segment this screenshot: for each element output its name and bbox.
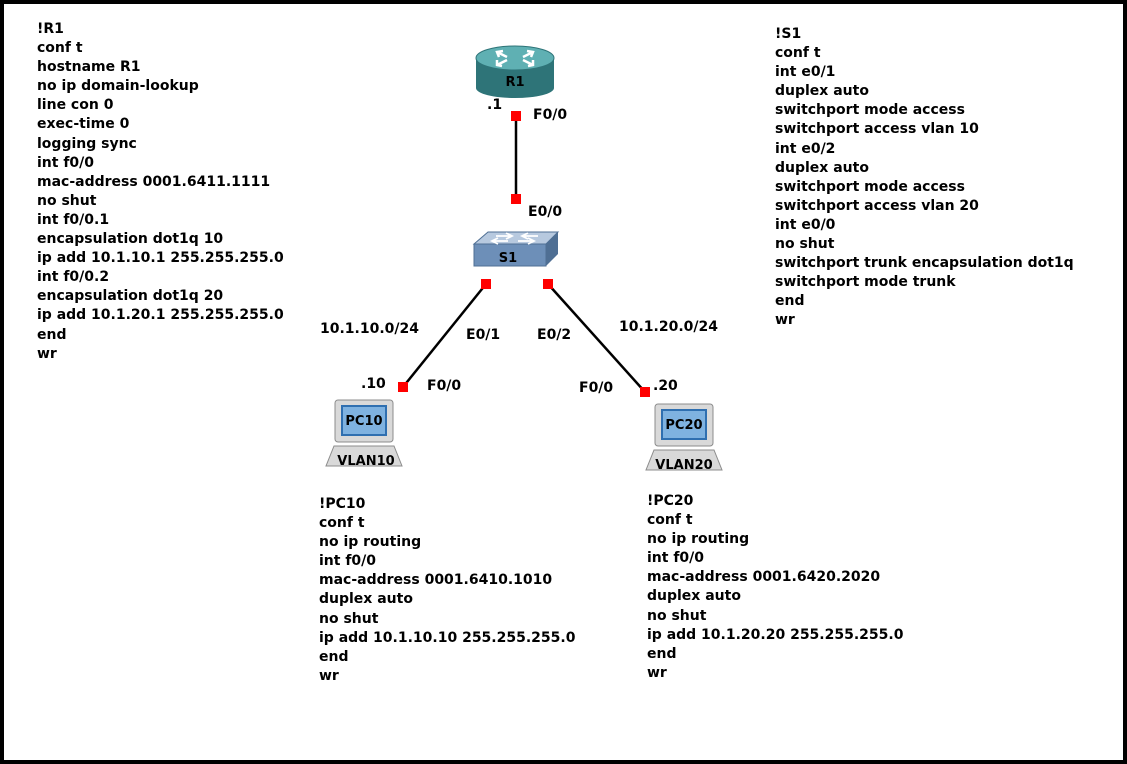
config-line: switchport access vlan 20 xyxy=(775,197,979,214)
config-line: no shut xyxy=(647,607,707,624)
s1-uplink-label: E0/0 xyxy=(528,204,563,220)
config-line: ip add 10.1.20.20 255.255.255.0 xyxy=(647,626,904,643)
router-name: R1 xyxy=(505,75,524,90)
port-marker-s1-e0-1 xyxy=(481,279,491,289)
config-line: ip add 10.1.20.1 255.255.255.0 xyxy=(37,307,284,324)
pc10-config-block: !PC10 conf t no ip routing int f0/0 mac-addr… xyxy=(319,495,575,686)
config-line: int e0/2 xyxy=(775,140,836,157)
config-line: hostname R1 xyxy=(37,59,141,76)
config-line: mac-address 0001.6420.2020 xyxy=(647,569,881,586)
config-line: int e0/0 xyxy=(775,216,836,233)
pc20-config-block: !PC20 conf t no ip routing int f0/0 mac-addr… xyxy=(647,492,903,683)
config-line: ip add 10.1.10.1 255.255.255.0 xyxy=(37,250,284,267)
link-s1-pc10 xyxy=(402,283,487,388)
port-marker-pc20-f0-0 xyxy=(640,387,650,397)
config-line: no shut xyxy=(775,236,835,253)
config-line: no shut xyxy=(37,192,97,209)
config-line: switchport mode trunk xyxy=(775,274,956,291)
pc20-icon[interactable] xyxy=(645,403,723,471)
pc20-name: PC20 xyxy=(665,418,702,433)
config-line: no ip routing xyxy=(647,531,750,548)
r1-port-label: F0/0 xyxy=(533,107,568,123)
config-line: int f0/0 xyxy=(319,553,377,570)
config-line: int f0/0.2 xyxy=(37,269,110,286)
config-line: wr xyxy=(37,345,57,362)
config-line: conf t xyxy=(37,40,83,57)
config-line: exec-time 0 xyxy=(37,116,130,133)
config-line: duplex auto xyxy=(647,588,741,605)
config-line: no shut xyxy=(319,610,379,627)
config-line: switchport mode access xyxy=(775,102,965,119)
config-line: conf t xyxy=(647,512,693,529)
config-line: encapsulation dot1q 10 xyxy=(37,231,224,248)
config-line: conf t xyxy=(319,515,365,532)
config-line: int f0/0 xyxy=(647,550,705,567)
config-line: switchport access vlan 10 xyxy=(775,121,979,138)
pc10-caption: VLAN10 xyxy=(337,454,394,469)
config-line: int f0/0 xyxy=(37,154,95,171)
config-line: conf t xyxy=(775,45,821,62)
subnet-left-label: 10.1.10.0/24 xyxy=(320,321,419,337)
pc10-icon[interactable] xyxy=(325,399,403,467)
r1-host-label: .1 xyxy=(487,97,503,113)
pc20-port-label: F0/0 xyxy=(579,380,614,396)
config-line: end xyxy=(319,648,349,665)
config-line: line con 0 xyxy=(37,97,114,114)
s1-config-block: !S1 conf t int e0/1 duplex auto switchport m… xyxy=(775,25,1074,331)
pc20-host-label: .20 xyxy=(653,378,678,394)
config-line: int e0/1 xyxy=(775,64,836,81)
config-line: wr xyxy=(775,312,795,329)
config-line: !PC20 xyxy=(647,493,694,509)
switch-name: S1 xyxy=(499,251,517,266)
config-line: mac-address 0001.6410.1010 xyxy=(319,572,553,589)
r1-config-block: !R1 conf t hostname R1 no ip domain-lookup l… xyxy=(37,20,284,364)
config-line: !S1 xyxy=(775,26,802,42)
config-line: switchport trunk encapsulation dot1q xyxy=(775,255,1074,272)
config-line: encapsulation dot1q 20 xyxy=(37,288,224,305)
pc20-caption: VLAN20 xyxy=(655,458,712,473)
config-line: wr xyxy=(319,667,339,684)
pc10-host-label: .10 xyxy=(361,376,386,392)
config-line: duplex auto xyxy=(775,83,869,100)
config-line: duplex auto xyxy=(319,591,413,608)
port-marker-s1-e0-0 xyxy=(511,194,521,204)
switch-icon[interactable] xyxy=(472,231,560,267)
subnet-right-label: 10.1.20.0/24 xyxy=(619,319,718,335)
config-line: switchport mode access xyxy=(775,178,965,195)
pc10-port-label: F0/0 xyxy=(427,378,462,394)
s1-port1-label: E0/1 xyxy=(466,327,501,343)
config-line: ip add 10.1.10.10 255.255.255.0 xyxy=(319,629,576,646)
config-line: wr xyxy=(647,664,667,681)
config-line: end xyxy=(647,645,677,662)
config-line: end xyxy=(37,326,67,343)
router-icon[interactable] xyxy=(475,45,555,98)
config-line: no ip routing xyxy=(319,534,422,551)
config-line: logging sync xyxy=(37,135,137,152)
config-line: mac-address 0001.6411.1111 xyxy=(37,173,271,190)
port-marker-s1-e0-2 xyxy=(543,279,553,289)
config-line: no ip domain-lookup xyxy=(37,78,199,95)
config-line: !R1 xyxy=(37,21,64,37)
config-line: !PC10 xyxy=(319,496,366,512)
config-line: end xyxy=(775,293,805,310)
pc10-name: PC10 xyxy=(345,414,382,429)
port-marker-r1-f0-0 xyxy=(511,111,521,121)
s1-port2-label: E0/2 xyxy=(537,327,572,343)
config-line: duplex auto xyxy=(775,159,869,176)
port-marker-pc10-f0-0 xyxy=(398,382,408,392)
config-line: int f0/0.1 xyxy=(37,211,110,228)
link-s1-pc20 xyxy=(547,283,646,393)
